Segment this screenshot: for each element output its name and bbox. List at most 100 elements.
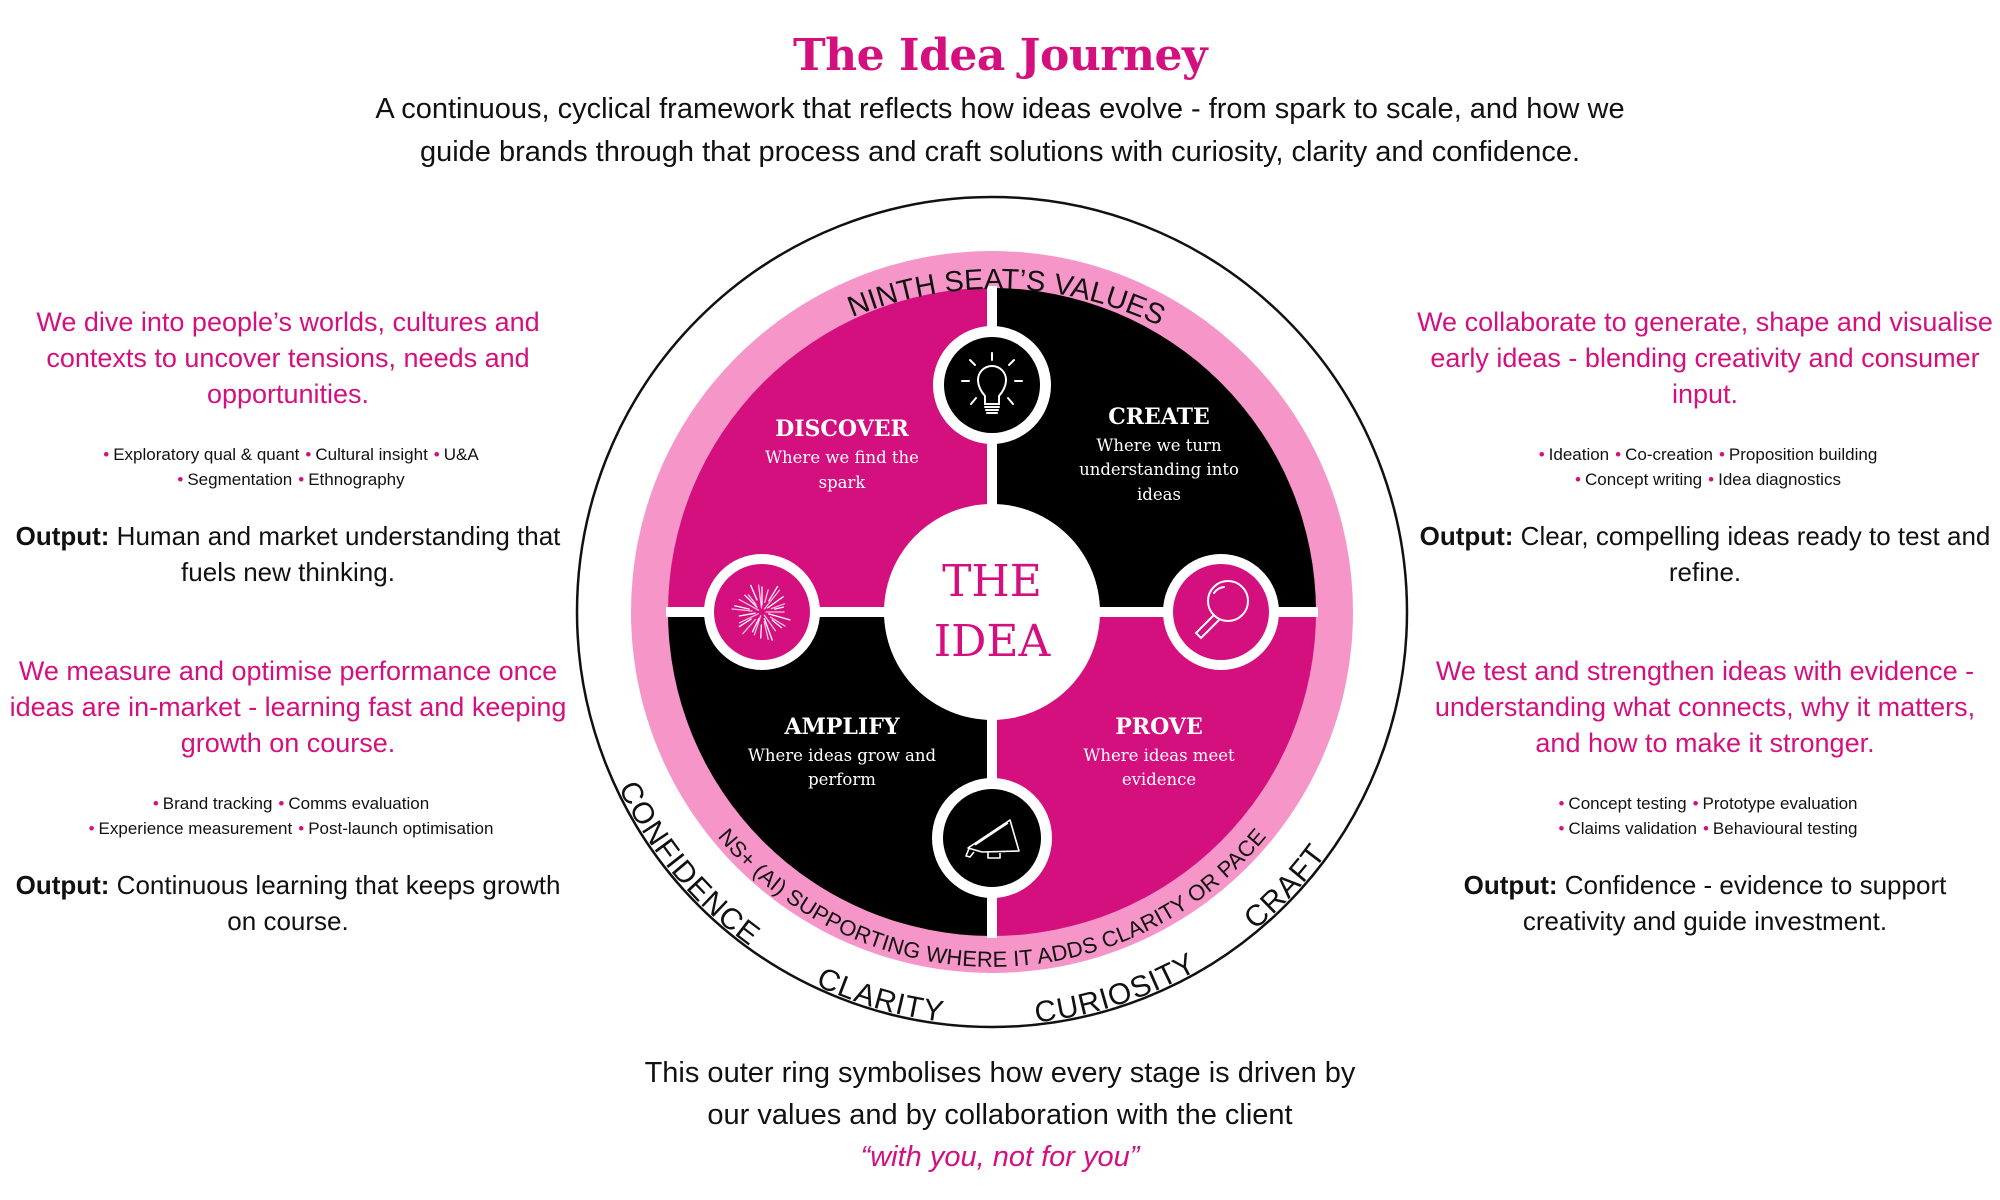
bullet-dot: • [177, 470, 184, 489]
bullet-dot: • [1558, 794, 1565, 813]
quadrant-create [992, 288, 1316, 612]
spark-ray [738, 598, 760, 611]
bullet-dot: • [1702, 819, 1709, 838]
spark-ray [768, 613, 791, 621]
center-label-line-2: IDEA [934, 616, 1052, 667]
bullet-dot: • [152, 794, 159, 813]
method-item: U&A [443, 445, 479, 464]
spark-ray [757, 584, 763, 609]
method-item: Comms evaluation [288, 794, 430, 813]
subtitle-line-1: A continuous, cyclical framework that re… [375, 93, 1625, 125]
create-description: We collaborate to generate, shape and vi… [1417, 307, 1993, 409]
quadrant-create-title: CREATE [1108, 404, 1210, 430]
spark-ray [763, 621, 769, 640]
amplify-description-block: We measure and optimise performance once… [0, 653, 576, 939]
quadrant-discover-title: DISCOVER [775, 416, 909, 442]
method-item: Co-creation [1625, 445, 1713, 464]
bullet-dot: • [433, 445, 440, 464]
output-label: Output: [15, 870, 110, 900]
spark-ray [744, 594, 758, 608]
output-text: Confidence - evidence to support creativ… [1522, 870, 1947, 936]
magnifying-glass-icon [1194, 580, 1249, 640]
spark-ray [767, 596, 784, 609]
bullet-dot: • [278, 794, 285, 813]
amplify-methods: •Brand tracking•Comms evaluation •Experi… [0, 791, 576, 841]
page-title: The Idea Journey [792, 30, 1208, 81]
spark-ray [763, 614, 777, 632]
output-label: Output: [15, 521, 110, 551]
bullet-dot: • [1708, 470, 1715, 489]
spark-ray [760, 624, 763, 639]
spark-ray [774, 606, 785, 610]
output-text: Clear, compelling ideas ready to test an… [1520, 521, 1991, 587]
amplify-description: We measure and optimise performance once… [9, 656, 567, 758]
discover-description: We dive into people’s worlds, cultures a… [36, 307, 540, 409]
spark-ray [738, 613, 760, 624]
footer-line-2: our values and by collaboration with the… [707, 1099, 1293, 1131]
spark-ray [764, 589, 769, 604]
spark-ray [763, 589, 781, 610]
spark-ray [734, 605, 750, 610]
center-label-line-1: THE [942, 556, 1042, 607]
spark-ray [763, 617, 773, 641]
method-item: Cultural insight [315, 445, 428, 464]
spark-ray [747, 594, 757, 605]
method-item: Experience measurement [98, 819, 293, 838]
footer-note: This outer ring symbolises how every sta… [500, 1052, 1500, 1178]
discover-description-block: We dive into people’s worlds, cultures a… [0, 304, 576, 590]
quadrant-discover [668, 288, 992, 612]
discover-output: Output: Human and market understanding t… [0, 518, 576, 590]
bullet-dot: • [1718, 445, 1725, 464]
method-item: Idea diagnostics [1718, 470, 1841, 489]
discover-methods-line-2: •Segmentation•Ethnography [0, 467, 576, 492]
discover-methods: •Exploratory qual & quant•Cultural insig… [0, 442, 576, 492]
spark-ray [738, 618, 752, 628]
method-item: Prototype evaluation [1702, 794, 1858, 813]
create-methods-line-1: •Ideation•Co-creation•Proposition buildi… [1415, 442, 1995, 467]
prove-description-block: We test and strengthen ideas with eviden… [1415, 653, 1995, 939]
bullet-dot: • [1558, 819, 1565, 838]
create-methods: •Ideation•Co-creation•Proposition buildi… [1415, 442, 1995, 492]
quadrant-prove-sub-2: evidence [1122, 770, 1196, 789]
quadrant-prove-sub-1: Where ideas meet [1083, 746, 1235, 765]
method-item: Ethnography [308, 470, 405, 489]
quadrant-discover-sub-1: Where we find the [765, 448, 919, 467]
create-icon-badge [933, 326, 1051, 444]
bullet-dot: • [305, 445, 312, 464]
amplify-output: Output: Continuous learning that keeps g… [0, 867, 576, 939]
output-label: Output: [1419, 521, 1514, 551]
bullet-dot: • [298, 819, 305, 838]
quadrant-prove [992, 612, 1316, 936]
bullet-dot: • [88, 819, 95, 838]
bullet-dot: • [103, 445, 110, 464]
spark-ray [731, 608, 753, 612]
lightbulb-icon [961, 352, 1023, 414]
method-item: Proposition building [1728, 445, 1878, 464]
quadrant-amplify [668, 612, 992, 936]
discover-methods-line-1: •Exploratory qual & quant•Cultural insig… [0, 442, 576, 467]
spark-ray [750, 584, 758, 601]
method-item: Post-launch optimisation [308, 819, 494, 838]
amplify-methods-line-1: •Brand tracking•Comms evaluation [0, 791, 576, 816]
method-item: Ideation [1548, 445, 1610, 464]
bullet-dot: • [298, 470, 305, 489]
bullet-dot: • [1692, 794, 1699, 813]
footer-quote: “with you, not for you” [860, 1141, 1140, 1173]
quadrant-amplify-sub-1: Where ideas grow and [748, 746, 937, 765]
prove-methods: •Concept testing•Prototype evaluation •C… [1415, 791, 1995, 841]
subtitle-line-2: guide brands through that process and cr… [419, 136, 1581, 168]
quadrant-create-sub-2: understanding into [1079, 460, 1239, 479]
bullet-dot: • [1615, 445, 1622, 464]
quadrant-discover-sub-2: spark [819, 473, 867, 492]
method-item: Claims validation [1568, 819, 1697, 838]
quadrant-prove-title: PROVE [1115, 714, 1202, 740]
spark-ray [753, 615, 762, 636]
prove-methods-line-1: •Concept testing•Prototype evaluation [1415, 791, 1995, 816]
quadrant-amplify-sub-2: perform [808, 770, 876, 789]
prove-icon-badge [1163, 554, 1279, 670]
prove-output: Output: Confidence - evidence to support… [1415, 867, 1995, 939]
method-item: Exploratory qual & quant [113, 445, 300, 464]
quadrant-create-sub-3: ideas [1137, 485, 1181, 504]
quadrant-create-sub-1: Where we turn [1096, 436, 1222, 455]
sparkle-burst-icon [731, 584, 791, 641]
